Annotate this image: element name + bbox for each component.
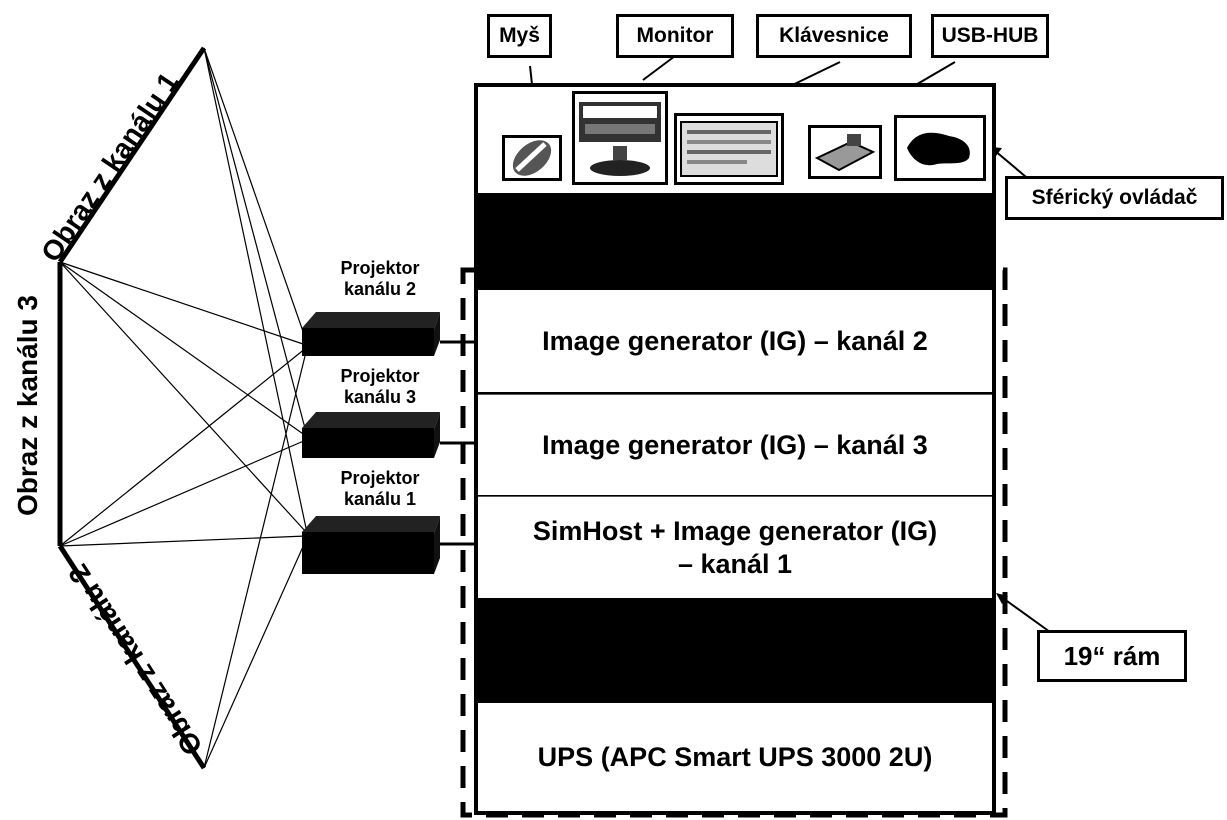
usb-hub-image [808,125,882,179]
keyboard-icon [680,121,778,177]
peripheral-strip [478,87,992,193]
ig-channel2-unit: Image generator (IG) – kanál 2 [478,290,992,392]
screen-label-channel3: Obraz z kanálu 3 [12,295,43,516]
rack-frame-label: 19“ rám [1037,630,1187,682]
projector-2-shape [302,312,440,356]
keyboard-image [674,113,784,185]
ups-unit: UPS (APC Smart UPS 3000 2U) [478,703,992,811]
simhost-unit: SimHost + Image generator (IG) – kanál 1 [478,496,992,598]
keyboard-label: Klávesnice [756,14,912,58]
simhost-label-line1: SimHost + Image generator (IG) [532,515,938,546]
usb-hub-label: USB-HUB [931,14,1049,58]
joystick-icon [907,132,970,166]
joystick-label: Sférický ovládač [1005,176,1224,220]
usb-hub-icon [814,134,876,172]
monitor-image [572,91,668,185]
screen-wall-channel2 [57,544,207,770]
ig-channel2-label: Image generator (IG) – kanál 2 [542,325,928,356]
mouse-icon [512,140,552,176]
joystick-image [894,115,986,181]
monitor-icon [579,102,661,176]
monitor-label: Monitor [616,14,734,58]
rack: Image generator (IG) – kanál 2 Image gen… [474,83,996,815]
ups-label: UPS (APC Smart UPS 3000 2U) [537,741,933,772]
simhost-label-line2: – kanál 1 [677,548,793,579]
projector-1-shape [302,516,440,574]
ig-channel3-unit: Image generator (IG) – kanál 3 [478,394,992,495]
projection-rays [59,47,307,769]
projector-3-shape [302,412,440,458]
ig-channel3-label: Image generator (IG) – kanál 3 [542,429,928,460]
mouse-image [502,135,562,181]
screen-wall-channel1 [57,46,207,264]
mouse-label: Myš [487,14,552,58]
